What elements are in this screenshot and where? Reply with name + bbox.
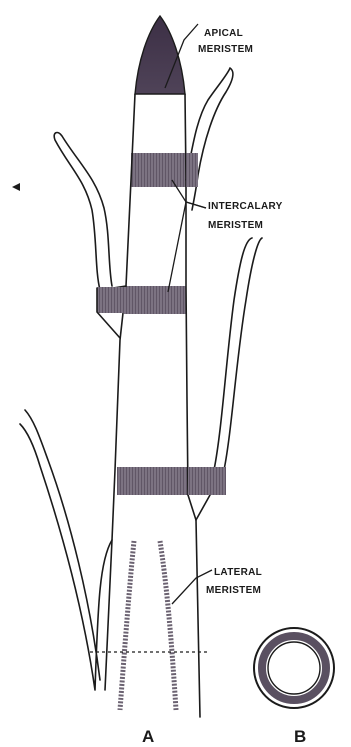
sheath-band-left	[97, 287, 127, 313]
leaf-right-upper	[186, 68, 233, 210]
label-apical-1: APICAL	[204, 28, 243, 39]
stem-a	[20, 16, 262, 717]
arrow-marker-icon	[12, 183, 20, 191]
intercalary-band-upper	[131, 153, 186, 187]
leaf-left-lower	[20, 410, 112, 690]
intercalary-band-lower	[117, 467, 189, 495]
lateral-meristem-strand-right	[160, 541, 176, 710]
lateral-meristem-strand-left	[120, 541, 134, 710]
label-lateral-2: MERISTEM	[206, 585, 261, 596]
label-lateral-1: LATERAL	[214, 567, 262, 578]
leaf-right-lower-band	[188, 467, 226, 495]
figure-label-a: A	[142, 727, 154, 746]
figure-label-b: B	[294, 727, 306, 746]
leader-intercalary-lower	[168, 202, 206, 292]
label-intercalary-2: MERISTEM	[208, 220, 263, 231]
cross-section-inner-ring	[268, 642, 320, 694]
stem-outline-right	[185, 94, 200, 717]
label-intercalary-1: INTERCALARY	[208, 201, 283, 212]
leaf-right-upper-band	[186, 153, 198, 187]
leaf-left-upper-outer	[54, 133, 126, 290]
intercalary-band-middle	[124, 286, 186, 314]
cross-section-b	[254, 628, 334, 708]
label-apical-2: MERISTEM	[198, 44, 253, 55]
